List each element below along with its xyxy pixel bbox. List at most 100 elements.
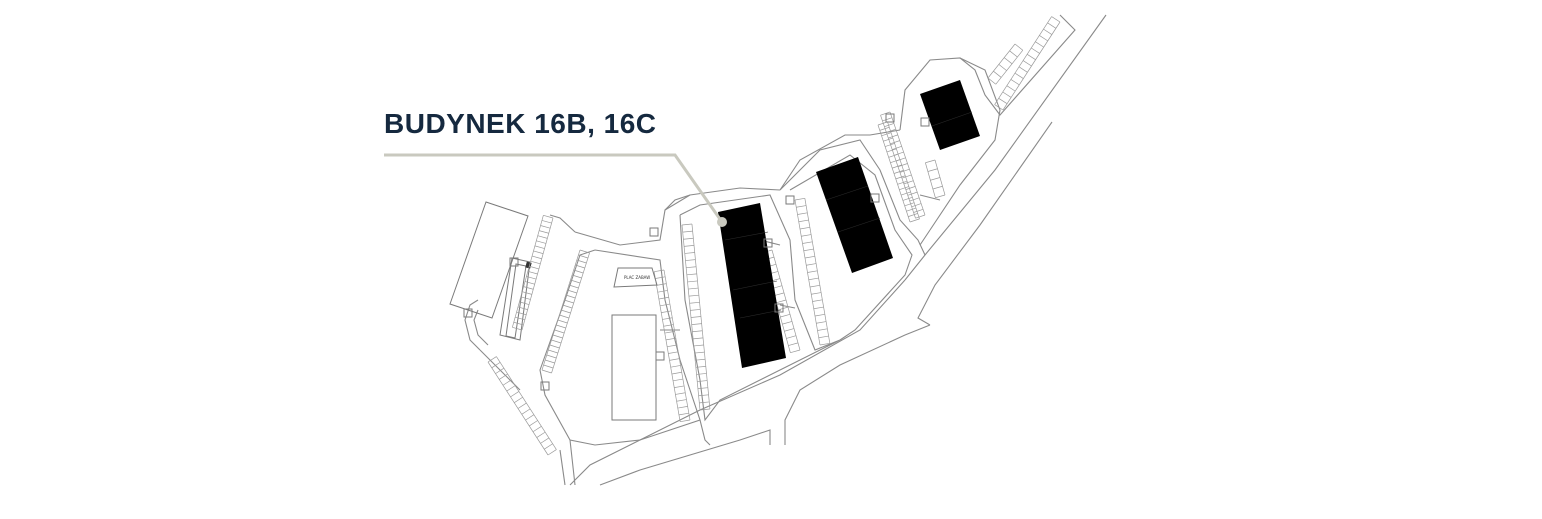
parking-space [908,213,918,217]
parking-space [529,265,540,270]
parking-space [683,237,694,240]
parking-space [655,276,666,279]
parking-space [930,177,941,181]
parking-space [1022,60,1032,67]
parking-space [993,70,1002,78]
parking-space [696,373,707,375]
parking-space [657,290,668,293]
parking-space [1014,72,1024,79]
parking-space [1039,35,1048,42]
parking-space [890,140,900,145]
parking-space [689,301,700,304]
parking-space [517,306,528,310]
parking-space [899,168,910,173]
parking-space [520,296,531,300]
parking-space [1010,79,1020,86]
parking-space [901,191,911,196]
parking-space [487,356,497,363]
building-16b-16c [718,203,786,368]
parking-space [680,419,691,423]
parking-space [541,220,552,224]
parking-space [812,299,823,302]
parking-space [690,309,701,311]
parking-space [905,186,916,190]
parking-space [491,362,501,369]
parking-space [881,132,892,137]
site-marker [763,238,773,248]
parking-space [776,299,787,304]
parking-space [543,214,554,219]
parking-space [519,301,530,305]
parking-space [906,207,917,212]
parking-space [667,344,678,348]
parking-space [539,230,549,234]
parking-space [796,205,807,208]
parking-space [506,385,516,392]
parking-space [658,296,669,300]
parking-space [560,309,571,314]
parking-space [665,337,676,341]
parking-space [688,294,699,297]
parking-space [807,270,818,273]
parking-space [1026,53,1036,61]
parking-space [888,134,898,139]
parking-space [909,197,920,202]
parking-space [698,394,709,397]
parking-space [790,349,801,354]
parking-space [541,369,552,374]
parking-space [894,151,904,156]
site-markers [463,113,930,391]
parking-space [699,401,710,404]
parking-space [994,104,1004,111]
parking-space [693,344,704,347]
parking-space [695,358,706,361]
parking-space [526,276,537,280]
parking-space [514,396,523,403]
parking-space [880,111,891,116]
parking-space [1009,50,1018,58]
site-marker [870,193,880,203]
parking-space [556,324,566,329]
parking-space [524,281,535,285]
parking-space [672,378,683,382]
site-marker [540,381,550,391]
parking-space [513,321,524,326]
parking-space [521,408,531,415]
parking-space [899,186,909,190]
parking-space [1047,22,1057,29]
parking-space [678,412,689,416]
parking-space [530,260,541,265]
parking-space [499,373,508,380]
site-marker [649,227,659,237]
parking-space [786,335,797,339]
parking-space [579,249,590,254]
parking-space [1002,91,1012,98]
parking-space [540,437,550,444]
parking-space [695,365,706,368]
parking-space [932,185,943,190]
parking-space [882,117,893,122]
parking-space [1043,28,1053,35]
parking-space [886,128,896,133]
parking-row [987,43,1024,85]
parking-space [686,266,697,269]
parking-space [567,289,577,294]
parking-space [688,287,699,290]
parking-space [814,313,825,317]
parking-space [576,259,587,264]
parking-space [512,326,523,331]
parking-space [671,371,682,375]
parking-space [797,212,808,215]
parking-space [546,354,557,359]
parking-space [801,234,812,237]
parking-space [913,208,924,213]
parking-space [575,264,585,269]
parking-space [684,252,695,254]
parking-space [902,196,913,201]
parking-space [883,137,893,142]
parking-space [536,431,546,438]
parking-space [998,64,1007,71]
parking-space [819,342,830,346]
site-marker [655,351,665,361]
